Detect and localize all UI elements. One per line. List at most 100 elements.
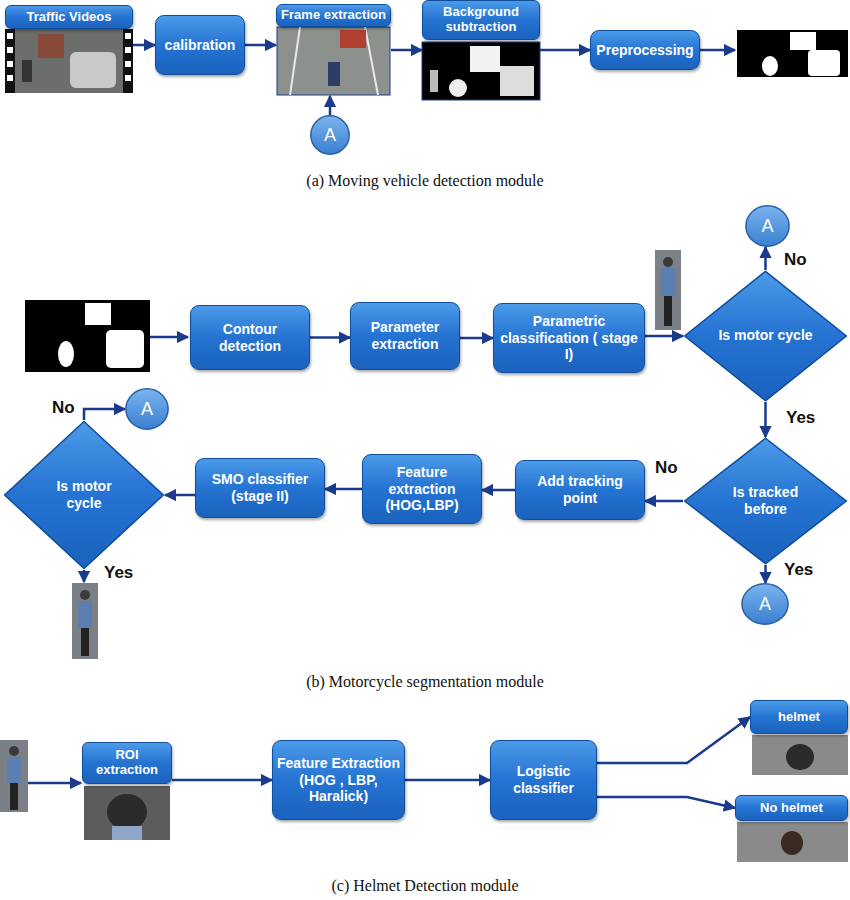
node-text: Preprocessing <box>596 42 693 59</box>
caption-text: (a) Moving vehicle detection module <box>0 172 850 190</box>
process-box: Preprocessing <box>590 30 700 70</box>
process-box: Parameter extraction <box>350 302 460 370</box>
rider-shape <box>328 62 340 86</box>
circle-shape <box>742 584 788 624</box>
photo-bg <box>72 583 98 659</box>
flow-arrow <box>645 500 683 503</box>
flow-arrow <box>405 779 490 782</box>
connector-circle: A <box>125 388 169 430</box>
mask-blob <box>808 50 840 76</box>
image-panel: helmet <box>750 700 848 775</box>
node-text: Contour detection <box>195 321 305 355</box>
flow-arrow <box>245 44 276 47</box>
helmet-shape <box>107 794 147 830</box>
node-text: A <box>324 125 336 146</box>
circle-shape <box>311 116 349 154</box>
flow-arrow <box>329 96 332 115</box>
film-hole <box>7 75 13 81</box>
vehicle-shape <box>340 30 366 48</box>
photo-bg <box>0 740 28 812</box>
photo-bg <box>737 822 848 862</box>
process-box: Feature extraction (HOG,LBP) <box>362 454 482 524</box>
node-text: A <box>759 594 771 615</box>
preprocessed-mask <box>737 30 848 77</box>
mask-blob <box>790 32 816 50</box>
rider-head <box>9 746 19 756</box>
lane-line <box>365 27 378 95</box>
vehicle-shape <box>22 60 32 82</box>
mask-blob <box>762 56 778 76</box>
node-text: Feature Extraction (HOG , LBP, Haralick) <box>277 755 400 805</box>
photo-bg <box>655 250 681 330</box>
flow-arrow <box>391 49 422 52</box>
node-text: Is motor cycle <box>718 327 812 345</box>
mask-blob <box>85 303 111 325</box>
flow-arrow <box>133 44 155 47</box>
photo-bg <box>5 29 133 93</box>
node-text: A <box>761 216 773 237</box>
node-text: ROI extraction <box>82 742 172 784</box>
node-text: helmet <box>750 700 848 734</box>
motorcycle-crop <box>655 250 681 330</box>
mask-bg <box>25 300 150 372</box>
rider-head <box>80 590 90 600</box>
film-hole <box>125 75 131 81</box>
edge-label: No <box>655 458 678 478</box>
decision-diamond: Is motor cycle <box>683 270 848 402</box>
image-panel: Frame extraction <box>276 4 391 96</box>
process-box: Logistic classifier <box>490 740 597 820</box>
helmet-shape <box>786 744 814 770</box>
flow-arrow <box>84 409 125 420</box>
mask-blob <box>449 79 467 97</box>
lane-line <box>290 27 300 95</box>
connector-circle: A <box>310 115 350 155</box>
film-hole <box>7 61 13 67</box>
flow-arrow <box>540 49 590 52</box>
edge-label: No <box>784 250 807 270</box>
film-hole <box>125 47 131 53</box>
motorcycle-crop <box>0 740 28 812</box>
flow-arrow <box>150 336 188 339</box>
rider-body <box>112 826 142 840</box>
node-text: calibration <box>165 37 236 54</box>
connector-circle: A <box>741 583 789 625</box>
mask-blob <box>106 330 144 368</box>
flow-arrow <box>165 494 195 497</box>
flow-arrow <box>83 570 86 582</box>
film-hole <box>7 47 13 53</box>
film-hole <box>125 33 131 39</box>
connector-circle: A <box>745 205 790 247</box>
rider-body <box>78 601 92 628</box>
foreground-mask <box>422 42 540 100</box>
node-text: A <box>141 399 153 420</box>
edge-label: No <box>52 398 75 418</box>
node-text: No helmet <box>735 795 848 821</box>
mask-blob <box>500 66 534 96</box>
bike-shape <box>81 628 89 656</box>
flow-arrow <box>764 565 767 583</box>
process-box: Parametric classification ( stage I) <box>493 303 645 373</box>
node-text: Feature extraction (HOG,LBP) <box>367 464 477 514</box>
node-text: Logistic classifier <box>495 763 592 797</box>
branch-label: Yes <box>104 563 133 583</box>
flow-arrow <box>597 797 735 808</box>
process-box: Add tracking point <box>515 460 645 520</box>
edge-label: Yes <box>784 560 813 580</box>
decision-diamond: Is motor cycle <box>3 420 165 570</box>
flow-arrow <box>764 247 767 270</box>
node-text: Add tracking point <box>520 473 640 507</box>
diamond-shape <box>5 422 164 569</box>
circle-shape <box>126 389 168 429</box>
rider-head <box>663 257 673 267</box>
roi-photo <box>84 786 170 840</box>
no-helmet-photo <box>737 822 848 862</box>
process-box: SMO classifier (stage II) <box>195 458 325 518</box>
film-strip <box>5 29 15 93</box>
film-hole <box>7 33 13 39</box>
diamond-shape <box>685 438 847 563</box>
flow-arrow <box>172 779 272 782</box>
circle-shape <box>746 206 789 246</box>
vehicle-shape <box>38 34 64 58</box>
flow-arrow <box>700 49 735 52</box>
